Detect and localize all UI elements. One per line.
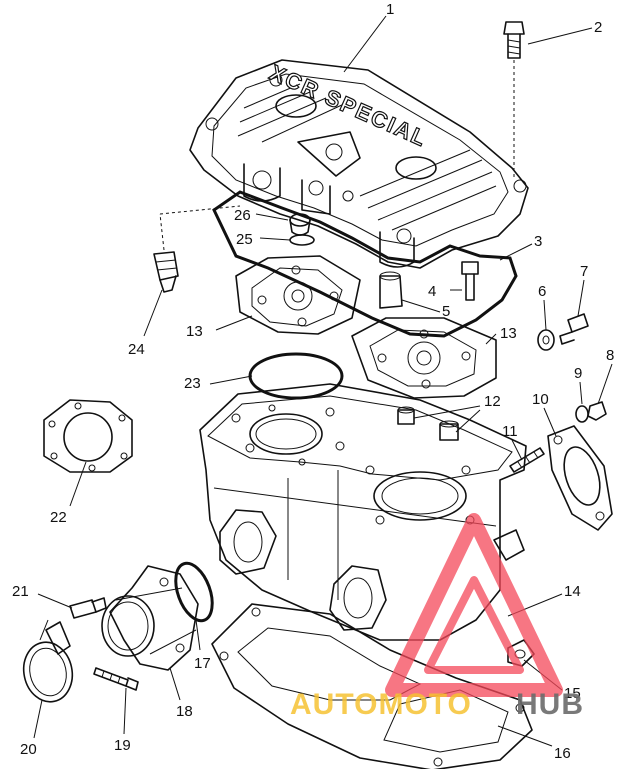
callout-14: 14 <box>564 583 581 600</box>
watermark-text-automoto: AUTOMOTO <box>290 688 472 721</box>
screw-19 <box>93 667 139 691</box>
callout-1: 1 <box>386 1 394 18</box>
bolt-top <box>503 21 525 178</box>
head-insert-left <box>235 255 361 335</box>
intake-oring <box>174 561 214 623</box>
washer-9 <box>575 405 589 423</box>
intake-adapter <box>101 565 199 671</box>
callout-9: 9 <box>574 365 582 382</box>
watermark-text-hub: HUB <box>516 688 584 721</box>
callout-6: 6 <box>538 283 546 300</box>
bolt-4 <box>461 261 479 301</box>
callout-20: 20 <box>20 741 37 758</box>
callout-26: 26 <box>234 207 251 224</box>
exhaust-gasket-10 <box>547 425 613 531</box>
cylinder-block <box>199 383 527 641</box>
nut-8 <box>587 401 607 421</box>
callout-22: 22 <box>50 509 67 526</box>
washer-6 <box>537 329 555 351</box>
callout-24: 24 <box>128 341 145 358</box>
callout-3: 3 <box>534 233 542 250</box>
cover-text: XCR SPECIAL <box>266 60 431 152</box>
callout-7: 7 <box>580 263 588 280</box>
callout-17: 17 <box>194 655 211 672</box>
watermark-triangle-logo <box>385 513 563 697</box>
callout-23: 23 <box>184 375 201 392</box>
head-insert-right <box>351 317 497 399</box>
leader-lines <box>33 15 613 747</box>
callout-5: 5 <box>442 303 450 320</box>
bolt-7 <box>559 313 589 345</box>
callout-13-right: 13 <box>500 325 517 342</box>
watermark: AUTOMOTO HUB <box>290 513 584 721</box>
callout-15: 15 <box>564 685 581 702</box>
callout-13-left: 13 <box>186 323 203 340</box>
callout-21: 21 <box>12 583 29 600</box>
oring-25 <box>289 234 315 246</box>
callout-12: 12 <box>484 393 501 410</box>
callout-18: 18 <box>176 703 193 720</box>
callout-19: 19 <box>114 737 131 754</box>
stud-11 <box>509 447 545 473</box>
callout-11: 11 <box>502 423 518 440</box>
cylinder-base-gasket-small <box>43 399 133 473</box>
cover-gasket <box>212 190 518 338</box>
callout-10: 10 <box>532 391 549 408</box>
callout-4: 4 <box>428 283 436 300</box>
screw-21 <box>69 597 107 619</box>
callout-16: 16 <box>554 745 571 762</box>
callout-8: 8 <box>606 347 614 364</box>
temperature-sender <box>153 205 241 293</box>
callout-labels: 1 2 3 4 5 6 7 8 9 10 11 12 13 13 14 15 1… <box>12 1 614 762</box>
collar-5 <box>379 271 403 309</box>
callout-25: 25 <box>236 231 253 248</box>
callout-2: 2 <box>594 19 602 36</box>
hose-clamp <box>22 619 74 703</box>
